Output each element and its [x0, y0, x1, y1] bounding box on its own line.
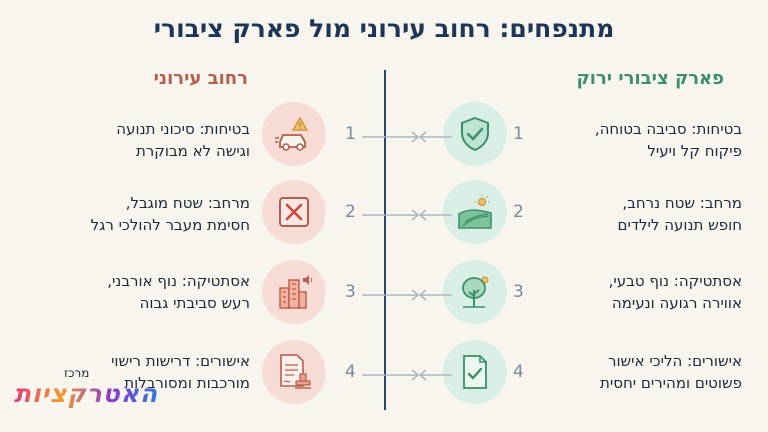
car-warning-icon: !: [262, 102, 326, 166]
street-space-text: מרחב: שטח מוגבל,חסימת מעבר להולכי רגל: [90, 194, 250, 234]
document-check-icon: [443, 340, 507, 404]
park-space-text: מרחב: שטח נרחב,חופש תנועה לילדים: [617, 194, 742, 234]
brand-logo: מרכז האטרקציות: [8, 366, 158, 422]
row-number-park: 2: [513, 202, 524, 222]
arrow-park: [418, 128, 454, 143]
arrow-street: [360, 366, 420, 381]
street-aesthetics-text: אסתטיקה: נוף אורבני,רעש סביבתי גבוה: [107, 272, 250, 312]
row-number-park: 1: [513, 124, 524, 144]
blocked-x-icon: [262, 180, 326, 244]
svg-text:!: !: [298, 122, 301, 131]
row-number-street: 2: [345, 202, 356, 222]
logo-small-text: מרכז: [64, 366, 90, 380]
park-column-title: פארק ציבורי ירוק: [576, 68, 724, 89]
arrow-park: [418, 366, 454, 381]
tree-icon: [443, 260, 507, 324]
arrow-park: [418, 286, 454, 301]
street-column-title: רחוב עירוני: [153, 68, 248, 89]
row-number-park: 4: [513, 362, 524, 382]
park-aesthetics-text: אסתטיקה: נוף טבעי,אווירה רגועה ונעימה: [608, 272, 742, 312]
page-title: מתנפחים: רחוב עירוני מול פארק ציבורי: [153, 14, 615, 43]
arrow-street: [360, 286, 420, 301]
row-number-street: 4: [345, 362, 356, 382]
shield-check-icon: [443, 102, 507, 166]
document-stamp-icon: [262, 340, 326, 404]
logo-big-text: האטרקציות: [14, 379, 159, 408]
center-divider: [384, 70, 386, 410]
park-safety-text: בטיחות: סביבה בטוחה,פיקוח קל ויעיל: [594, 120, 742, 160]
city-noise-icon: [262, 260, 326, 324]
open-field-icon: [443, 180, 507, 244]
arrow-park: [418, 206, 454, 221]
row-number-park: 3: [513, 282, 524, 302]
arrow-street: [360, 206, 420, 221]
arrow-street: [360, 128, 420, 143]
row-number-street: 1: [345, 124, 356, 144]
row-number-street: 3: [345, 282, 356, 302]
